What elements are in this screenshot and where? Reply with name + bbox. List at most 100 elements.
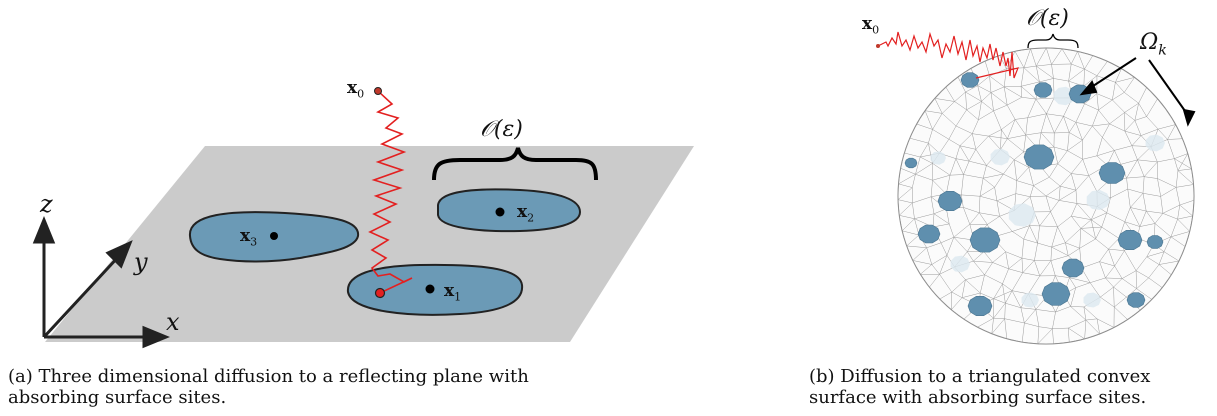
mesh-edge: [1040, 132, 1055, 148]
mesh-edge: [959, 145, 976, 150]
mesh-edge: [957, 76, 966, 93]
mesh-edge: [1137, 159, 1158, 163]
mesh-edge: [929, 274, 940, 288]
mesh-edge: [953, 224, 970, 238]
mesh-edge: [1084, 333, 1100, 340]
mesh-edge: [979, 187, 995, 197]
mesh-edge: [990, 92, 994, 111]
mesh-edge: [992, 251, 1006, 263]
mesh-edge: [984, 274, 1003, 285]
mesh-edge: [1182, 138, 1189, 154]
site-label-x3: x3: [240, 226, 258, 249]
mesh-edge: [1162, 274, 1172, 288]
mesh-edge: [1021, 97, 1036, 100]
mesh-edge: [1070, 306, 1084, 308]
mesh-edge: [1065, 228, 1082, 243]
mesh-edge: [1002, 283, 1013, 291]
mesh-edge: [1101, 226, 1120, 239]
mesh-edge: [1021, 81, 1040, 87]
mesh-edge: [1158, 260, 1180, 265]
mesh-edge: [916, 123, 933, 130]
mesh-edge: [973, 251, 985, 262]
mesh-edge: [953, 237, 968, 252]
mesh-edge: [942, 113, 957, 127]
mesh-edge: [1083, 306, 1087, 321]
mesh-edge: [989, 76, 992, 93]
mesh-edge: [1035, 66, 1040, 82]
faint-site: [1021, 292, 1039, 308]
mesh-edge: [1033, 185, 1047, 197]
mesh-edge: [1139, 223, 1156, 227]
mesh-edge: [928, 142, 940, 154]
mesh-edge: [1011, 290, 1022, 308]
mesh-edge: [973, 260, 993, 263]
mesh-edge: [1000, 129, 1002, 150]
mesh-edge: [1114, 250, 1125, 267]
mesh-edge: [1020, 307, 1036, 310]
mesh-edge: [932, 163, 951, 176]
mesh-edge: [928, 129, 933, 144]
mesh-edge: [1071, 173, 1089, 176]
mesh-edge: [1189, 215, 1193, 232]
mesh-edge: [1083, 69, 1085, 87]
mesh-edge: [991, 318, 994, 334]
mesh-edge: [1012, 231, 1024, 240]
mesh-edge: [965, 274, 985, 280]
absorbing-site: [904, 157, 918, 169]
mesh-edge: [1053, 341, 1070, 344]
mesh-edge: [961, 292, 981, 298]
mesh-edge: [1101, 212, 1107, 228]
mesh-edge: [981, 92, 992, 102]
mesh-edge: [1079, 238, 1096, 249]
mesh-edge: [1069, 338, 1085, 343]
mesh-edge: [1098, 109, 1110, 124]
mesh-edge: [1005, 302, 1021, 309]
mesh-edge: [989, 75, 1005, 88]
mesh-edge: [1175, 187, 1180, 206]
mesh-edge: [1035, 97, 1055, 100]
mesh-edge: [1061, 48, 1072, 65]
mesh-edge: [1113, 278, 1123, 288]
mesh-edge: [1126, 288, 1137, 298]
mesh-edge: [1060, 173, 1072, 187]
mesh-edge: [955, 158, 964, 175]
mesh-edge: [898, 199, 900, 216]
mesh-edge: [1139, 210, 1147, 227]
mesh-edge: [1057, 215, 1072, 228]
mesh-edge: [965, 279, 981, 294]
mesh-edge: [971, 133, 977, 150]
mesh-edge: [986, 165, 1004, 175]
mesh-edge: [1154, 223, 1172, 238]
mesh-edge: [1003, 159, 1015, 175]
site-x1: [346, 263, 524, 316]
mesh-edge: [981, 101, 994, 112]
mesh-edge: [1016, 180, 1034, 186]
mesh-edge: [1057, 163, 1072, 174]
mesh-edge: [1144, 176, 1158, 179]
mesh-edge: [994, 173, 1004, 188]
mesh-edge: [909, 137, 929, 144]
mesh-edge: [934, 98, 955, 102]
mesh-edge: [1046, 97, 1055, 114]
mesh-edge: [955, 145, 961, 159]
mesh-edge: [1099, 261, 1115, 267]
mesh-edge: [912, 174, 916, 188]
mesh-edge: [933, 223, 950, 228]
mesh-edge: [1068, 122, 1077, 133]
mesh-edge: [1077, 51, 1085, 70]
mesh-edge: [988, 135, 1008, 139]
absorbing-site: [1126, 292, 1146, 308]
mesh-edge: [912, 247, 927, 261]
mesh-edge: [1084, 68, 1098, 76]
mesh-edge: [1114, 296, 1127, 308]
mesh-edge: [1127, 309, 1141, 320]
mesh-edge: [929, 286, 940, 300]
mesh-edge: [955, 158, 970, 162]
mesh-edge: [1027, 113, 1047, 119]
mesh-edge: [1035, 309, 1056, 313]
mesh-edge: [996, 193, 1016, 201]
mesh-edge: [934, 86, 947, 99]
mesh-edge: [1146, 256, 1160, 265]
mesh-edge: [1004, 86, 1022, 88]
mesh-edge: [1022, 260, 1035, 273]
